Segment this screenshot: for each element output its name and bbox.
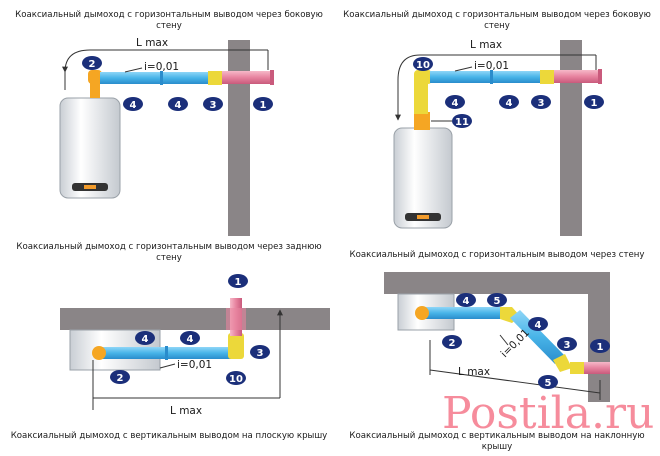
marker-1: 1 [584, 95, 604, 109]
adapter-10 [228, 333, 244, 359]
wall [560, 40, 582, 236]
marker-3: 3 [203, 97, 223, 111]
marker-2: 2 [82, 56, 102, 70]
caption-back-wall: Коаксиальный дымоход с горизонтальным вы… [16, 242, 322, 263]
elbow-2 [415, 306, 429, 320]
slope-label: i=0,01 [499, 327, 532, 360]
lmax-label: L max [458, 366, 490, 378]
svg-text:3: 3 [210, 100, 217, 111]
svg-text:1: 1 [597, 342, 604, 353]
pipe-4-diagonal [510, 310, 565, 364]
caption-side-wall-1: Коаксиальный дымоход с горизонтальным вы… [15, 10, 323, 31]
marker-4: 4 [499, 95, 519, 109]
svg-text:10: 10 [416, 60, 430, 71]
caption-side-wall-2: Коаксиальный дымоход с горизонтальным вы… [343, 10, 651, 31]
svg-text:2: 2 [117, 373, 124, 384]
svg-text:4: 4 [175, 100, 182, 111]
elbow-2 [92, 346, 106, 360]
terminal-1 [584, 362, 610, 374]
watermark: Postila.ru [442, 388, 654, 439]
marker-4: 4 [445, 95, 465, 109]
slope-label: i=0,01 [474, 60, 509, 72]
marker-1: 1 [590, 339, 610, 353]
svg-text:5: 5 [494, 296, 501, 307]
lmax-label: L max [136, 37, 168, 49]
elbow-5 [553, 354, 572, 372]
svg-text:4: 4 [452, 98, 459, 109]
lmax-label: L max [470, 39, 502, 51]
caption-through-wall: Коаксиальный дымоход с горизонтальным вы… [349, 250, 645, 260]
svg-text:1: 1 [235, 277, 242, 288]
marker-2: 2 [442, 335, 462, 349]
svg-text:3: 3 [257, 348, 264, 359]
marker-4: 4 [123, 97, 143, 111]
marker-3: 3 [250, 345, 270, 359]
elbow-2 [88, 70, 102, 84]
marker-5: 5 [538, 375, 558, 389]
roof-wall [384, 272, 610, 402]
svg-text:2: 2 [89, 59, 96, 70]
marker-11: 11 [452, 114, 472, 128]
diagram-flat-roof: L max i=0,01 1 4 4 3 2 10 [60, 274, 330, 417]
svg-text:4: 4 [535, 320, 542, 331]
marker-3: 3 [557, 337, 577, 351]
boiler-elbow [90, 80, 100, 98]
marker-4: 4 [135, 331, 155, 345]
svg-text:4: 4 [130, 100, 137, 111]
svg-text:4: 4 [463, 296, 470, 307]
marker-2: 2 [110, 370, 130, 384]
marker-1: 1 [228, 274, 248, 288]
svg-text:4: 4 [187, 334, 194, 345]
adapter-10 [414, 78, 428, 114]
svg-text:10: 10 [229, 374, 243, 385]
lmax-label: L max [170, 405, 202, 417]
marker-4: 4 [528, 317, 548, 331]
terminal-1 [554, 70, 600, 83]
wall [228, 40, 250, 236]
marker-4: 4 [168, 97, 188, 111]
diagram-side-wall-1: L max i=0,01 2 4 4 3 1 [59, 37, 274, 236]
terminal-1 [222, 71, 272, 84]
svg-text:2: 2 [449, 338, 456, 349]
slope-label: i=0,01 [144, 61, 179, 73]
elbow-11 [414, 112, 430, 130]
svg-text:4: 4 [506, 98, 513, 109]
marker-5: 5 [487, 293, 507, 307]
adapter-3 [570, 362, 584, 374]
svg-text:1: 1 [591, 98, 598, 109]
pipe-4 [420, 307, 502, 319]
boiler [393, 127, 453, 229]
marker-10: 10 [413, 57, 433, 71]
boiler [59, 97, 121, 199]
adapter-3 [540, 70, 554, 84]
diagram-side-wall-2: L max i=0,01 10 4 4 3 1 11 [393, 39, 604, 236]
caption-flat-roof: Коаксиальный дымоход с вертикальным выво… [10, 431, 328, 441]
svg-text:1: 1 [260, 100, 267, 111]
svg-text:3: 3 [538, 98, 545, 109]
ceiling [60, 308, 330, 330]
slope-label: i=0,01 [177, 359, 212, 371]
marker-1: 1 [253, 97, 273, 111]
marker-4: 4 [180, 331, 200, 345]
svg-text:11: 11 [455, 117, 469, 128]
svg-text:4: 4 [142, 334, 149, 345]
svg-text:5: 5 [545, 378, 552, 389]
diagram-pitched-roof: L max i=0,01 4 5 4 2 3 1 5 [384, 272, 610, 402]
caption-pitched-roof: Коаксиальный дымоход с вертикальным выво… [349, 431, 645, 452]
svg-text:3: 3 [564, 340, 571, 351]
marker-4: 4 [456, 293, 476, 307]
marker-3: 3 [531, 95, 551, 109]
marker-10: 10 [226, 371, 246, 385]
adapter-3 [208, 71, 222, 85]
